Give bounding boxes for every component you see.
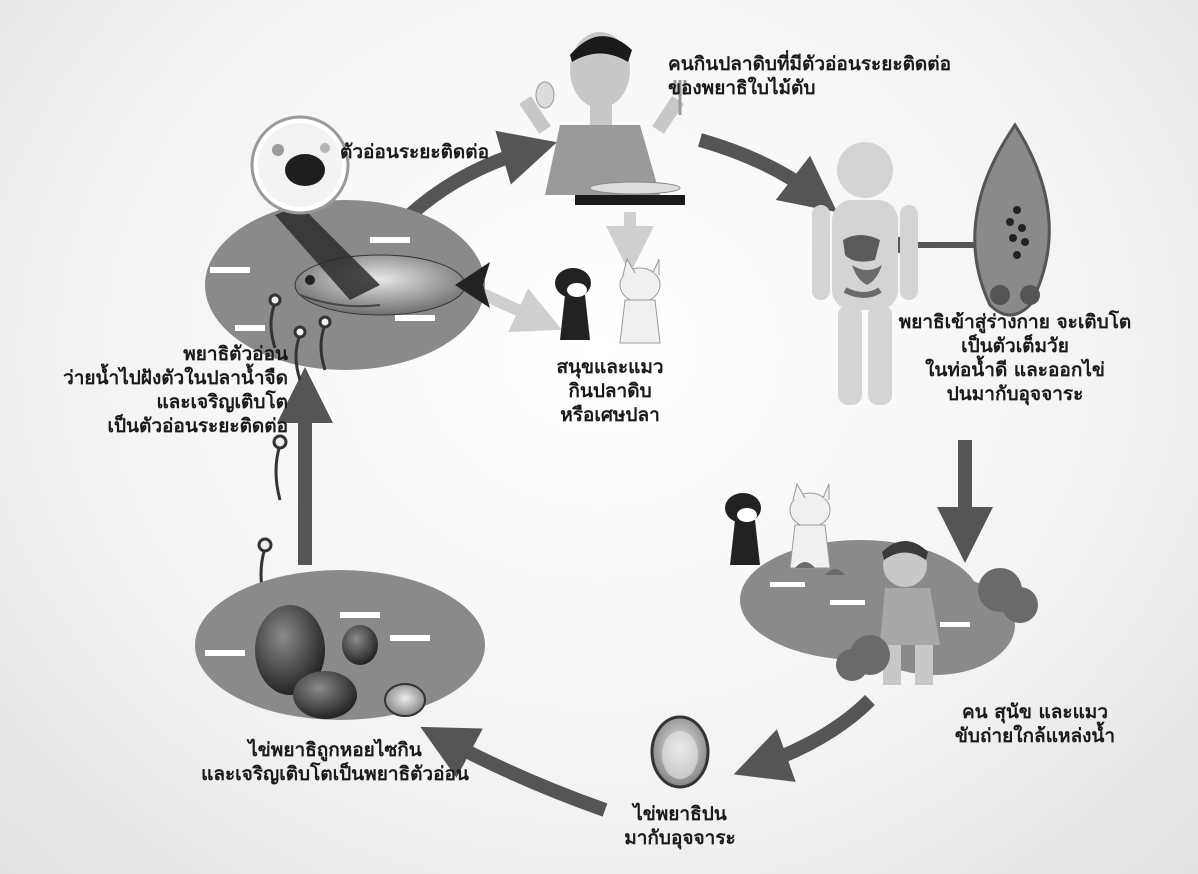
label-line: คนกินปลาดิบที่มีตัวอ่อนระยะติดต่อ xyxy=(668,52,951,76)
label-infective-larva: ตัวอ่อนระยะติดต่อ xyxy=(340,140,489,164)
dog-cat-icon xyxy=(725,484,830,568)
label-adult-in-body: พยาธิเข้าสู่ร่างกาย จะเติบโต เป็นตัวเต็ม… xyxy=(890,310,1140,406)
label-line: ไข่พยาธิปน xyxy=(600,802,760,826)
label-line: ขับถ่ายใกล้แหล่งน้ำ xyxy=(940,724,1130,748)
label-larva-swim: พยาธิตัวอ่อน ว่ายน้ำไปฝังตัวในปลาน้ำจืด … xyxy=(45,342,288,438)
egg-icon xyxy=(652,717,708,787)
label-line: มากับอุจจาระ xyxy=(600,826,760,850)
label-eggs-eaten-by-snail: ไข่พยาธิถูกหอยไซกิน และเจริญเติบโตเป็นพย… xyxy=(185,738,485,786)
label-line: พยาธิตัวอ่อน xyxy=(45,342,288,366)
label-line: ของพยาธิใบไม้ตับ xyxy=(668,76,951,100)
label-line: หรือเศษปลา xyxy=(525,403,695,427)
label-person-eats: คนกินปลาดิบที่มีตัวอ่อนระยะติดต่อ ของพยา… xyxy=(668,52,951,100)
label-line: พยาธิเข้าสู่ร่างกาย จะเติบโต xyxy=(890,310,1140,334)
label-line: กินปลาดิบ xyxy=(525,379,695,403)
liver-fluke-icon xyxy=(975,125,1050,315)
label-line: ในท่อน้ำดี และออกไข่ xyxy=(890,358,1140,382)
person-eating-icon xyxy=(525,32,685,205)
label-line: ไข่พยาธิถูกหอยไซกิน xyxy=(185,738,485,762)
label-line: เป็นตัวเต็มวัย xyxy=(890,334,1140,358)
label-eggs-in-feces: ไข่พยาธิปน มากับอุจจาระ xyxy=(600,802,760,850)
label-line: สนุขและแมว xyxy=(525,355,695,379)
label-line: ปนมากับอุจจาระ xyxy=(890,382,1140,406)
label-line: คน สุนัข และแมว xyxy=(940,700,1130,724)
label-line: ว่ายน้ำไปฝังตัวในปลาน้ำจืด xyxy=(45,366,288,390)
label-line: เป็นตัวอ่อนระยะติดต่อ xyxy=(45,414,288,438)
label-dogs-cats-eat: สนุขและแมว กินปลาดิบ หรือเศษปลา xyxy=(525,355,695,427)
egg-icon xyxy=(385,684,425,716)
label-excrete-near-water: คน สุนัข และแมว ขับถ่ายใกล้แหล่งน้ำ xyxy=(940,700,1130,748)
label-line: และเจริญเติบโตเป็นพยาธิตัวอ่อน xyxy=(185,762,485,786)
dog-cat-icon xyxy=(555,259,660,343)
arrow-person-to-body xyxy=(700,140,815,195)
arrow-excrete-to-egg xyxy=(760,700,870,765)
label-line: และเจริญเติบโต xyxy=(45,390,288,414)
